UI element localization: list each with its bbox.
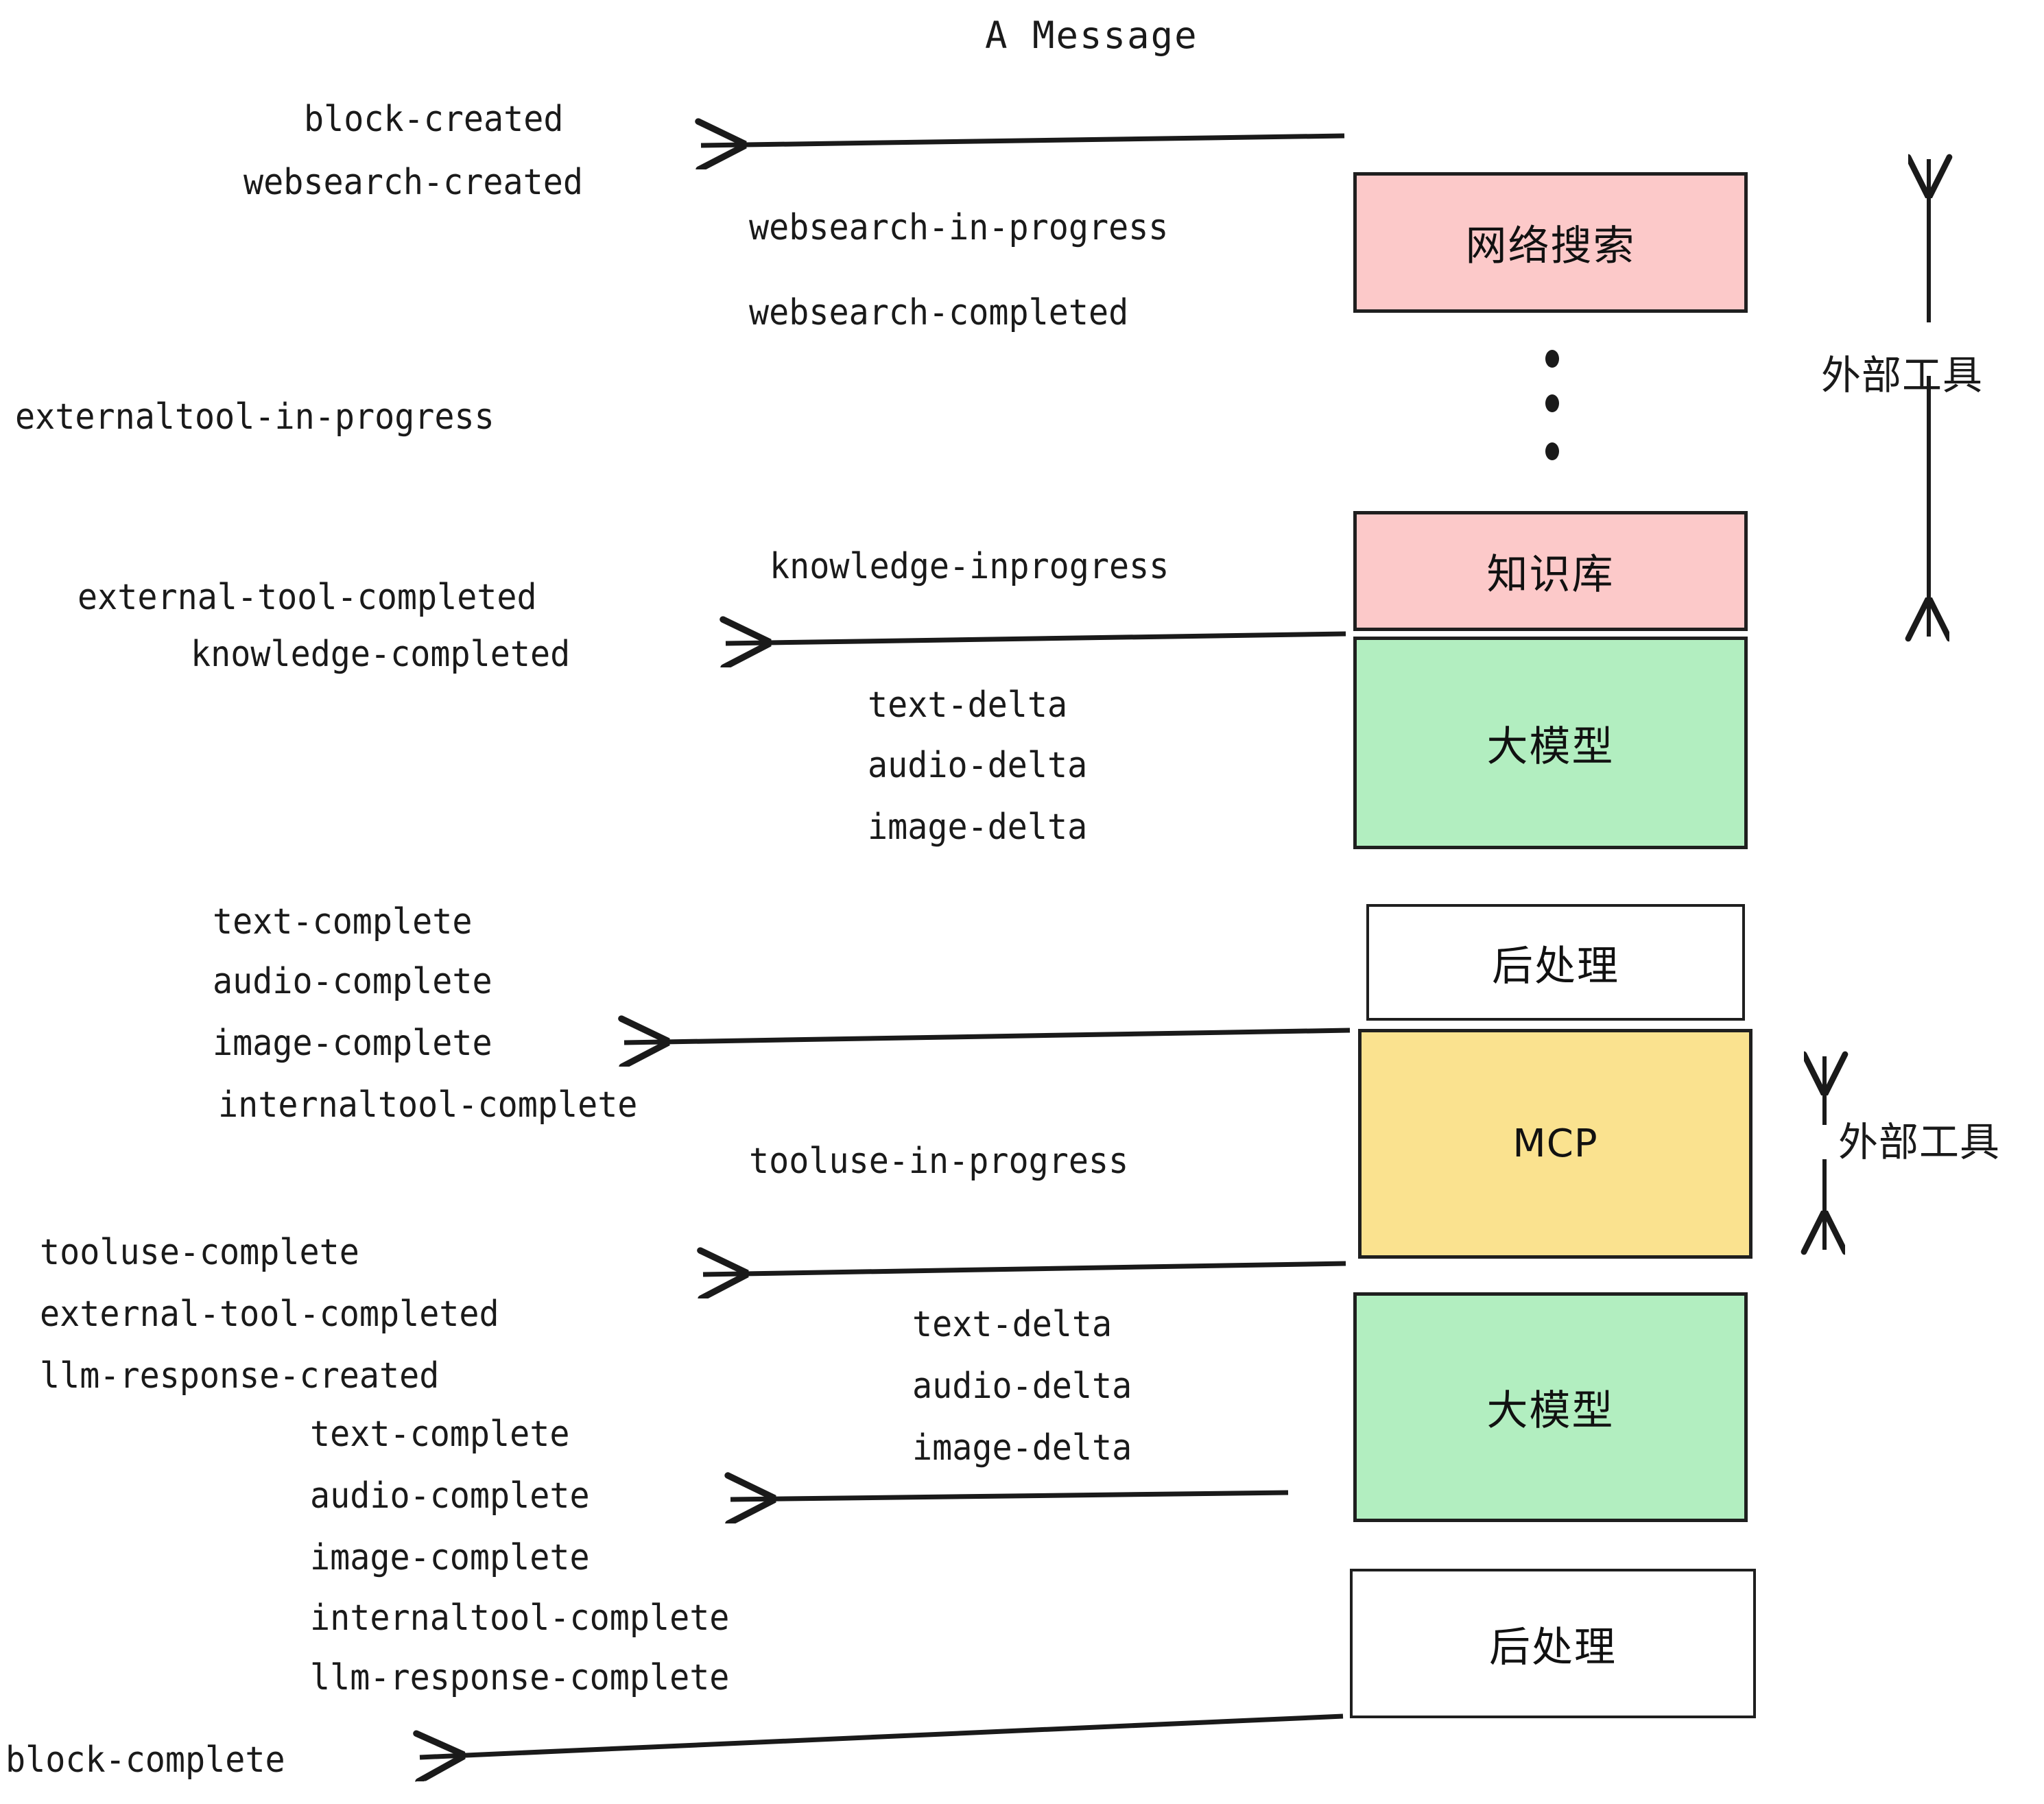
arrow-audio-complete: [730, 1493, 1289, 1499]
node-box-websearch: 网络搜索: [1353, 172, 1748, 313]
event-label-audio-delta-first: audio-delta: [868, 745, 1088, 786]
event-label-image-delta-first: image-delta: [868, 807, 1088, 848]
node-label: 知识库: [1486, 551, 1615, 599]
event-label-image-complete-first: image-complete: [213, 1023, 492, 1064]
event-label-image-delta-second: image-delta: [912, 1427, 1132, 1469]
node-label: MCP: [1512, 1121, 1598, 1166]
event-label-block-complete: block-complete: [5, 1740, 285, 1781]
event-label-websearch-created: websearch-created: [243, 162, 583, 203]
node-label: 大模型: [1486, 722, 1615, 771]
event-label-external-tool-completed-second: external-tool-completed: [40, 1294, 499, 1335]
event-label-tooluse-in-progress: tooluse-in-progress: [749, 1141, 1129, 1182]
event-label-audio-delta-second: audio-delta: [912, 1366, 1132, 1407]
node-label: 后处理: [1492, 942, 1619, 990]
ellipsis-dot: [1545, 350, 1559, 368]
node-label: 后处理: [1489, 1623, 1617, 1672]
event-label-text-delta-second: text-delta: [912, 1304, 1113, 1345]
node-box-llm-second: 大模型: [1353, 1292, 1748, 1522]
node-box-postprocess-second: 后处理: [1350, 1569, 1756, 1718]
event-label-text-complete-first: text-complete: [213, 901, 473, 942]
event-label-text-delta-first: text-delta: [868, 685, 1068, 726]
event-label-audio-complete-first: audio-complete: [213, 961, 492, 1002]
event-label-websearch-completed: websearch-completed: [749, 292, 1129, 333]
event-label-internaltool-complete-second: internaltool-complete: [310, 1598, 730, 1639]
event-label-knowledge-completed: knowledge-completed: [191, 634, 571, 675]
arrow-block-created: [701, 136, 1345, 145]
event-label-image-complete-second: image-complete: [310, 1537, 590, 1578]
page-title: A Message: [985, 14, 1198, 57]
event-label-websearch-in-progress: websearch-in-progress: [749, 207, 1169, 248]
node-label: 大模型: [1486, 1387, 1615, 1435]
side-label-external-tools-bottom: 外部工具: [1838, 1119, 2001, 1165]
node-box-knowledge: 知识库: [1353, 511, 1748, 631]
event-label-externaltool-in-progress: externaltool-in-progress: [15, 396, 495, 438]
event-label-knowledge-inprogress: knowledge-inprogress: [770, 546, 1169, 587]
event-label-external-tool-completed-first: external-tool-completed: [78, 577, 537, 618]
event-label-audio-complete-second: audio-complete: [310, 1475, 590, 1517]
event-label-internaltool-complete-first: internaltool-complete: [218, 1084, 638, 1126]
event-label-tooluse-complete: tooluse-complete: [40, 1232, 359, 1273]
ellipsis-dot: [1545, 442, 1559, 460]
side-label-external-tools-top: 外部工具: [1821, 352, 1984, 399]
event-label-llm-response-created: llm-response-created: [40, 1355, 440, 1397]
node-label: 网络搜索: [1465, 222, 1636, 270]
node-box-mcp: MCP: [1358, 1029, 1752, 1259]
event-label-llm-response-complete: llm-response-complete: [310, 1657, 730, 1698]
event-label-text-complete-second: text-complete: [310, 1414, 570, 1455]
node-box-llm-first: 大模型: [1353, 637, 1748, 849]
arrow-block-complete: [420, 1713, 1344, 1757]
event-label-block-created: block-created: [304, 99, 564, 140]
arrow-tooluse-complete: [703, 1263, 1346, 1274]
ellipsis-dot: [1545, 394, 1559, 412]
arrow-knowledge-completed: [726, 634, 1346, 643]
node-box-postprocess-first: 后处理: [1366, 904, 1745, 1021]
arrow-image-complete: [624, 1030, 1351, 1043]
